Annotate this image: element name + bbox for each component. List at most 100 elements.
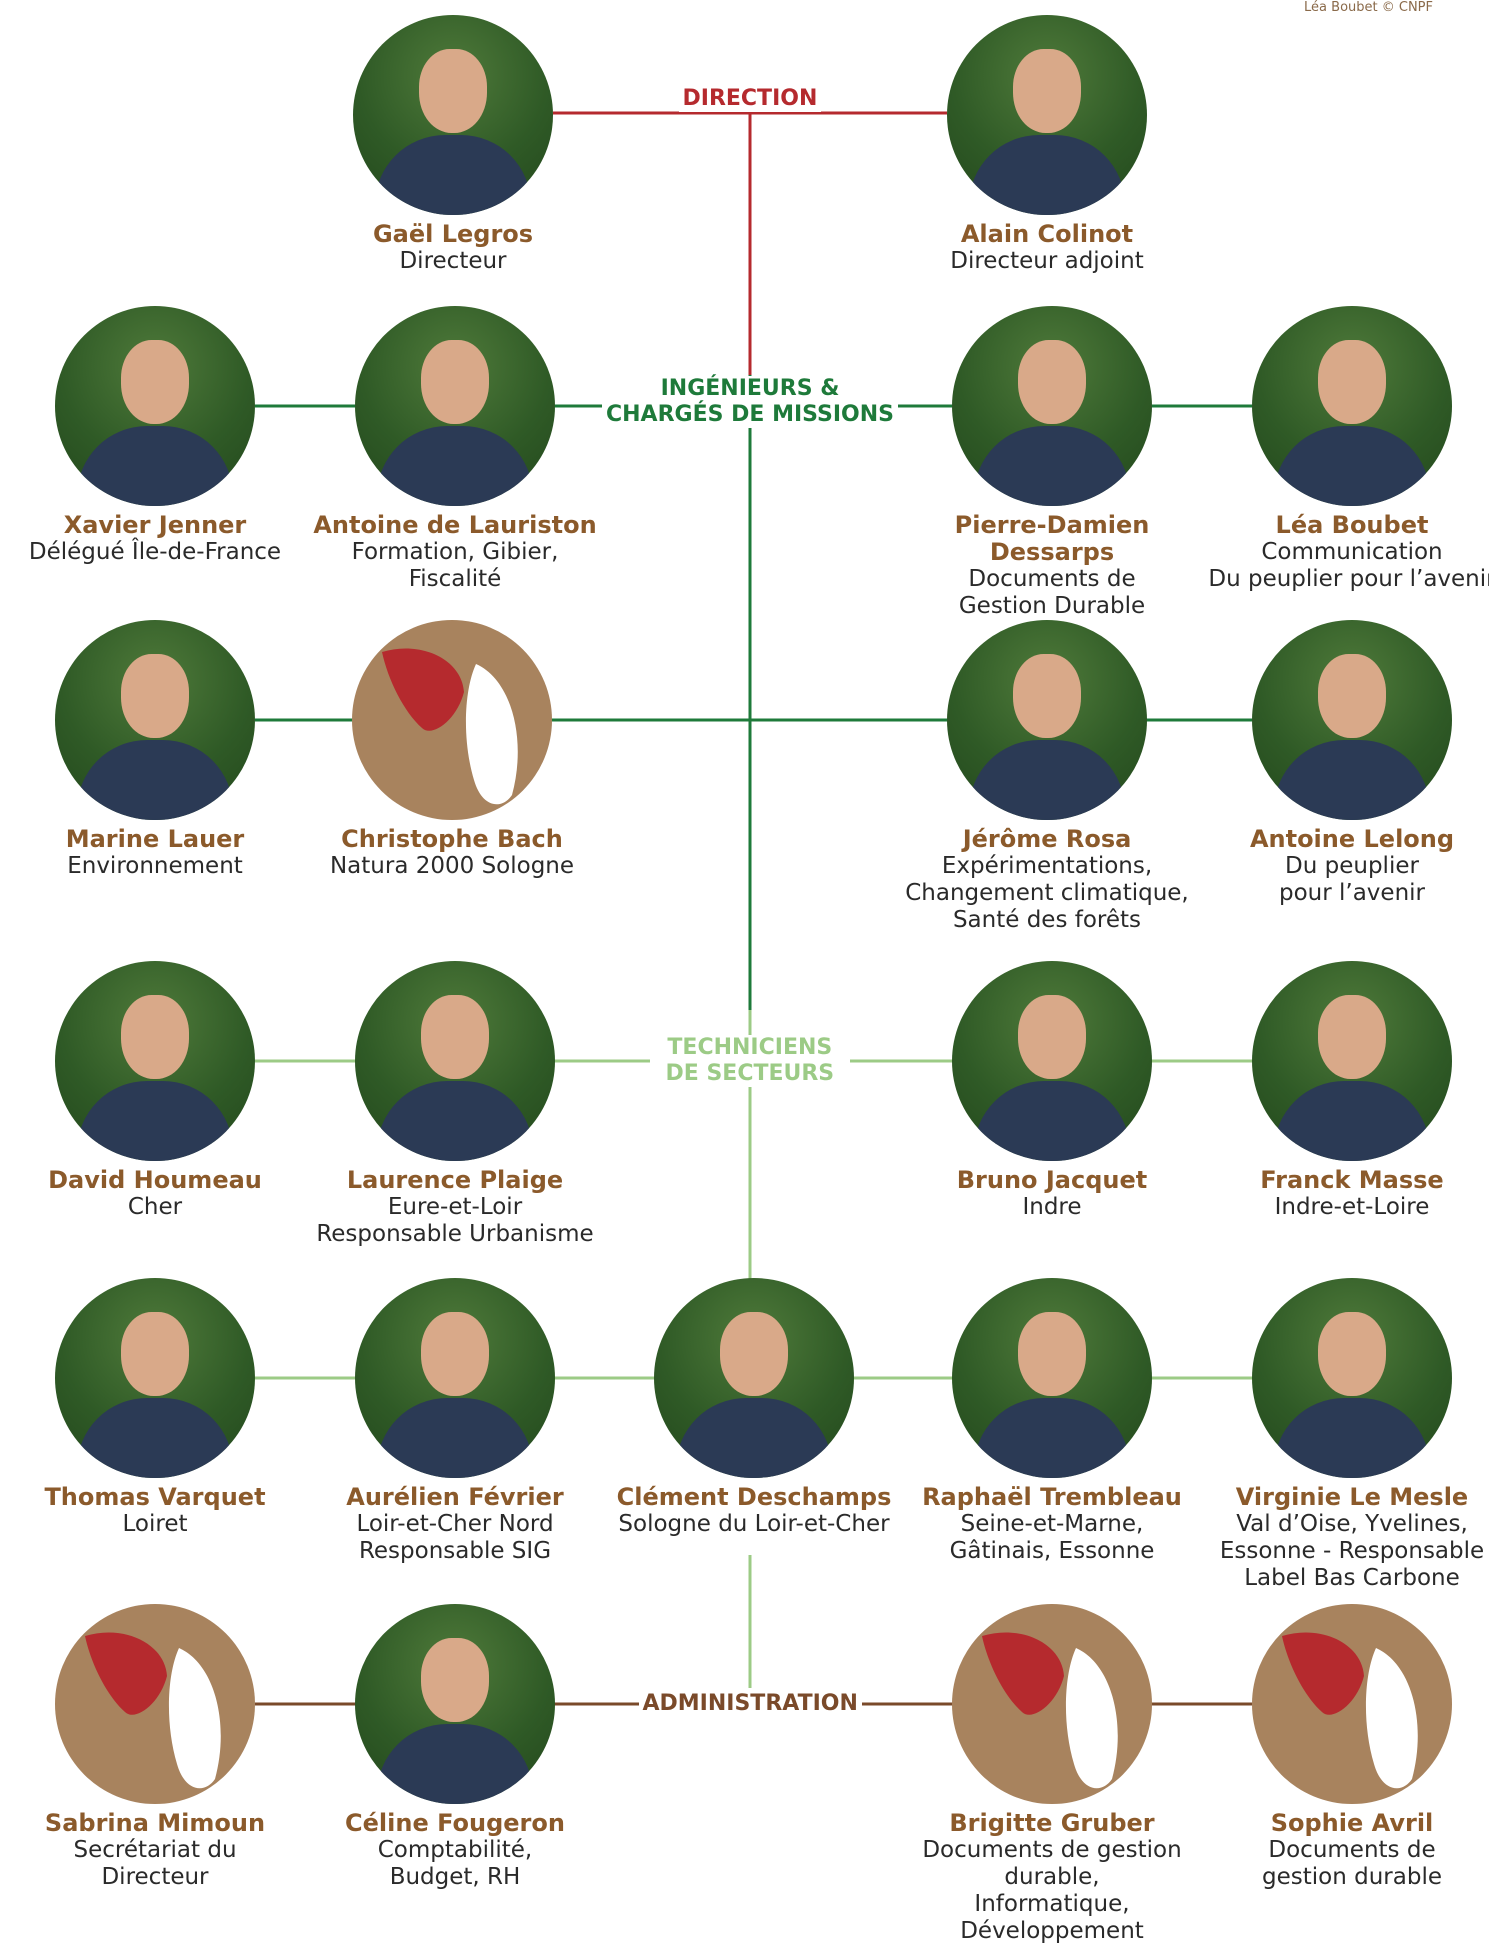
face-shape: [1018, 340, 1086, 424]
section-label-ingenieurs: INGÉNIEURS & CHARGÉS DE MISSIONS: [602, 376, 898, 428]
person-photo: [355, 1278, 555, 1478]
person-photo: [353, 15, 553, 215]
jacket-shape: [377, 1398, 533, 1478]
person-photo: [947, 15, 1147, 215]
person-role: Directeur: [399, 248, 507, 274]
person-photo: [952, 1278, 1152, 1478]
cnpf-logo: [352, 620, 552, 820]
jacket-shape: [375, 135, 531, 215]
jacket-shape: [974, 1398, 1130, 1478]
person-name: Virginie Le Mesle: [1235, 1483, 1469, 1511]
jacket-shape: [974, 1081, 1130, 1161]
person-role: Indre-et-Loire: [1274, 1194, 1430, 1220]
section-label-direction: DIRECTION: [678, 86, 822, 112]
jacket-shape: [1274, 426, 1430, 506]
jacket-shape: [1274, 1081, 1430, 1161]
person-role: Communication Du peuplier pour l’avenir: [1208, 539, 1489, 592]
person-photo: [355, 306, 555, 506]
person-name: Léa Boubet: [1275, 511, 1429, 539]
jacket-shape: [377, 1081, 533, 1161]
person-role: Environnement: [67, 853, 243, 879]
jacket-shape: [77, 1081, 233, 1161]
face-shape: [1318, 995, 1386, 1079]
jacket-shape: [377, 426, 533, 506]
face-shape: [121, 1312, 189, 1396]
person-photo: [355, 1604, 555, 1804]
person-photo: [55, 1278, 255, 1478]
jacket-shape: [377, 1724, 533, 1804]
person-name: Marine Lauer: [65, 825, 245, 853]
person-name: Gaël Legros: [372, 220, 534, 248]
person-name: Xavier Jenner: [63, 511, 247, 539]
person-photo: [654, 1278, 854, 1478]
person-name: Christophe Bach: [341, 825, 563, 853]
person-name: Sabrina Mimoun: [44, 1809, 266, 1837]
person-role: Sologne du Loir-et-Cher: [618, 1511, 890, 1537]
face-shape: [421, 340, 489, 424]
face-shape: [1318, 654, 1386, 738]
person-photo: [1252, 961, 1452, 1161]
person-role: Eure-et-Loir Responsable Urbanisme: [316, 1194, 594, 1247]
person-role: Expérimentations, Changement climatique,…: [905, 853, 1189, 933]
person-photo: [55, 961, 255, 1161]
person-role: Indre: [1022, 1194, 1082, 1220]
connector-lines: [255, 111, 1252, 1706]
person-name: Laurence Plaige: [346, 1166, 564, 1194]
face-shape: [1018, 1312, 1086, 1396]
person-name: Brigitte Gruber: [949, 1809, 1155, 1837]
person-role: Val d’Oise, Yvelines, Essonne - Responsa…: [1219, 1511, 1485, 1591]
face-shape: [121, 995, 189, 1079]
jacket-shape: [969, 740, 1125, 820]
person-name: Sophie Avril: [1270, 1809, 1434, 1837]
person-role: Documents de gestion durable, Informatiq…: [922, 1837, 1182, 1944]
section-label-administration: ADMINISTRATION: [638, 1691, 862, 1717]
person-name: Thomas Varquet: [44, 1483, 266, 1511]
person-name: Antoine de Lauriston: [313, 511, 597, 539]
face-shape: [121, 340, 189, 424]
face-shape: [421, 1638, 489, 1722]
person-role: Directeur adjoint: [950, 248, 1144, 274]
face-shape: [121, 654, 189, 738]
cnpf-logo: [1252, 1604, 1452, 1804]
person-role: Comptabilité, Budget, RH: [377, 1837, 533, 1890]
jacket-shape: [1274, 1398, 1430, 1478]
person-photo: [952, 306, 1152, 506]
face-shape: [1318, 1312, 1386, 1396]
person-role: Cher: [127, 1194, 183, 1220]
person-name: Raphaël Trembleau: [922, 1483, 1182, 1511]
person-photo: [355, 961, 555, 1161]
face-shape: [421, 1312, 489, 1396]
face-shape: [720, 1312, 788, 1396]
jacket-shape: [1274, 740, 1430, 820]
person-role: Secrétariat du Directeur: [73, 1837, 237, 1890]
section-label-techniciens: TECHNICIENS DE SECTEURS: [661, 1035, 839, 1087]
person-name: David Houmeau: [48, 1166, 262, 1194]
person-photo: [947, 620, 1147, 820]
person-name: Aurélien Février: [346, 1483, 564, 1511]
person-name: Clément Deschamps: [616, 1483, 892, 1511]
person-photo: [952, 961, 1152, 1161]
person-role: Du peuplier pour l’avenir: [1279, 853, 1425, 906]
person-name: Céline Fougeron: [345, 1809, 565, 1837]
jacket-shape: [77, 1398, 233, 1478]
person-role: Documents de gestion durable: [1262, 1837, 1442, 1890]
